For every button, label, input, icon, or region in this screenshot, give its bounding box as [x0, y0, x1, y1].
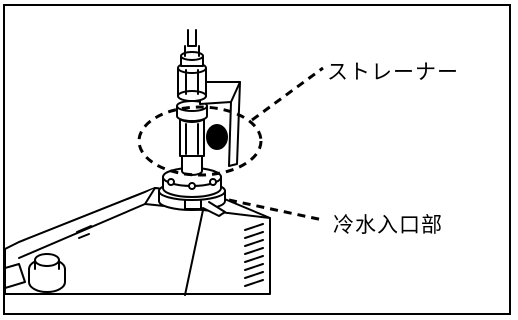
housing-knob	[5, 253, 66, 293]
strainer-highlight	[137, 105, 263, 177]
valve-handle	[199, 81, 241, 167]
inlet-leader-line	[228, 198, 324, 222]
strainer-illustration	[5, 29, 324, 296]
cold-water-inlet-label: 冷水入口部	[333, 213, 443, 237]
upper-fitting	[177, 29, 207, 102]
strainer-label: ストレーナー	[327, 60, 459, 84]
inlet-flange	[158, 167, 226, 217]
strainer-leader-line	[251, 66, 324, 122]
strainer-body	[176, 100, 208, 176]
figure-frame: ストレーナー 冷水入口部	[3, 4, 511, 315]
